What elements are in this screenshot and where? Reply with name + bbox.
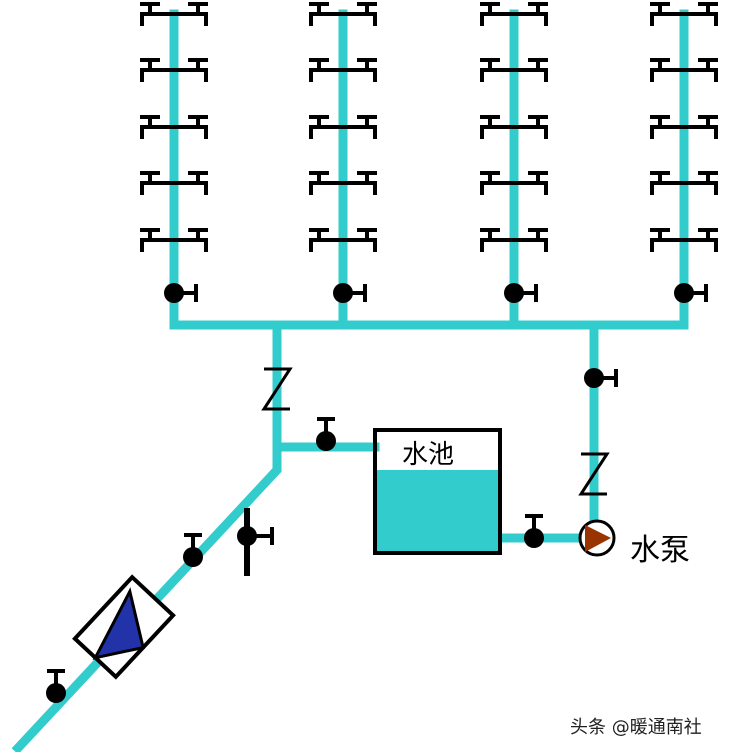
symbol-line <box>261 367 293 411</box>
valve-icon <box>183 533 203 567</box>
faucet-icon <box>140 115 208 139</box>
faucet-icon <box>309 115 377 139</box>
symbol-line <box>684 284 708 302</box>
symbol-line <box>309 125 377 139</box>
symbol-line <box>480 115 548 127</box>
pump-arrow <box>585 525 611 552</box>
symbol-line <box>47 669 65 693</box>
symbol-line <box>140 2 208 14</box>
symbol-line <box>650 181 718 195</box>
faucet-icon <box>480 2 548 26</box>
symbol-line <box>480 228 548 240</box>
symbol-line <box>594 369 618 387</box>
faucet-icon <box>650 228 718 252</box>
symbol-line <box>650 125 718 139</box>
symbol-line <box>309 181 377 195</box>
symbol-line <box>140 58 208 70</box>
symbol-line <box>309 171 377 183</box>
check-valve-icon: Z <box>578 452 610 496</box>
water-tank <box>373 428 502 555</box>
faucet-icon <box>309 2 377 26</box>
symbol-line <box>650 115 718 127</box>
valve-icon <box>524 514 544 548</box>
symbol-line <box>480 171 548 183</box>
faucet-icon <box>650 2 718 26</box>
symbol-line <box>514 284 538 302</box>
symbol-line <box>480 238 548 252</box>
valve-icon <box>333 283 367 303</box>
symbol-line <box>140 171 208 183</box>
meter-triangle <box>92 587 145 660</box>
symbol-line <box>309 115 377 127</box>
valve-icon <box>316 417 336 451</box>
faucet-icon <box>650 58 718 82</box>
faucet-icon <box>480 228 548 252</box>
symbol-line <box>309 238 377 252</box>
tank-label: 水池 <box>402 440 455 470</box>
drain-valve-icon <box>237 508 274 576</box>
valve-icon <box>584 368 618 388</box>
symbol-line <box>525 514 543 538</box>
symbol-line <box>317 417 335 441</box>
symbol-line <box>174 284 198 302</box>
symbol-line <box>140 68 208 82</box>
faucet-icon <box>140 58 208 82</box>
faucet-icon <box>480 115 548 139</box>
symbol-line <box>578 452 610 496</box>
tank-water <box>375 470 500 553</box>
pump-icon <box>578 519 616 557</box>
tank-outline <box>373 428 502 555</box>
symbol-line <box>343 284 367 302</box>
symbol-line <box>650 2 718 14</box>
faucet-icon <box>480 58 548 82</box>
symbol-line <box>650 58 718 70</box>
symbol-line <box>480 68 548 82</box>
faucet-icon <box>480 171 548 195</box>
symbol-line <box>309 58 377 70</box>
pump-label: 水泵 <box>630 533 690 568</box>
faucet-icon <box>650 115 718 139</box>
symbol-line <box>480 58 548 70</box>
symbol-line <box>140 228 208 240</box>
symbol-line <box>140 238 208 252</box>
symbol-line <box>309 2 377 14</box>
faucet-icon <box>650 171 718 195</box>
symbol-line <box>309 228 377 240</box>
water-meter-icon <box>72 574 176 680</box>
symbol-line <box>650 228 718 240</box>
symbol-line <box>650 171 718 183</box>
symbol-line <box>247 527 274 545</box>
watermark: 头条 @暖通南社 <box>570 717 702 738</box>
faucet-icon <box>309 228 377 252</box>
meter-body <box>72 574 176 680</box>
symbol-line <box>480 125 548 139</box>
faucet-icon <box>309 58 377 82</box>
symbol-line <box>140 12 208 26</box>
symbol-line <box>480 2 548 14</box>
valve-icon <box>164 283 198 303</box>
check-valve-icon: Z <box>261 367 293 411</box>
symbol-line <box>184 533 202 557</box>
valve-icon <box>46 669 66 703</box>
symbol-line <box>650 12 718 26</box>
symbol-line <box>140 115 208 127</box>
faucet-icon <box>140 2 208 26</box>
symbol-line <box>650 238 718 252</box>
symbol-line <box>650 68 718 82</box>
symbol-line <box>309 12 377 26</box>
symbol-line <box>309 68 377 82</box>
symbol-line <box>480 181 548 195</box>
symbol-line <box>480 12 548 26</box>
valve-icon <box>504 283 538 303</box>
symbol-line <box>140 181 208 195</box>
faucet-icon <box>140 228 208 252</box>
symbol-line <box>140 125 208 139</box>
faucet-icon <box>140 171 208 195</box>
valve-icon <box>674 283 708 303</box>
faucet-icon <box>309 171 377 195</box>
